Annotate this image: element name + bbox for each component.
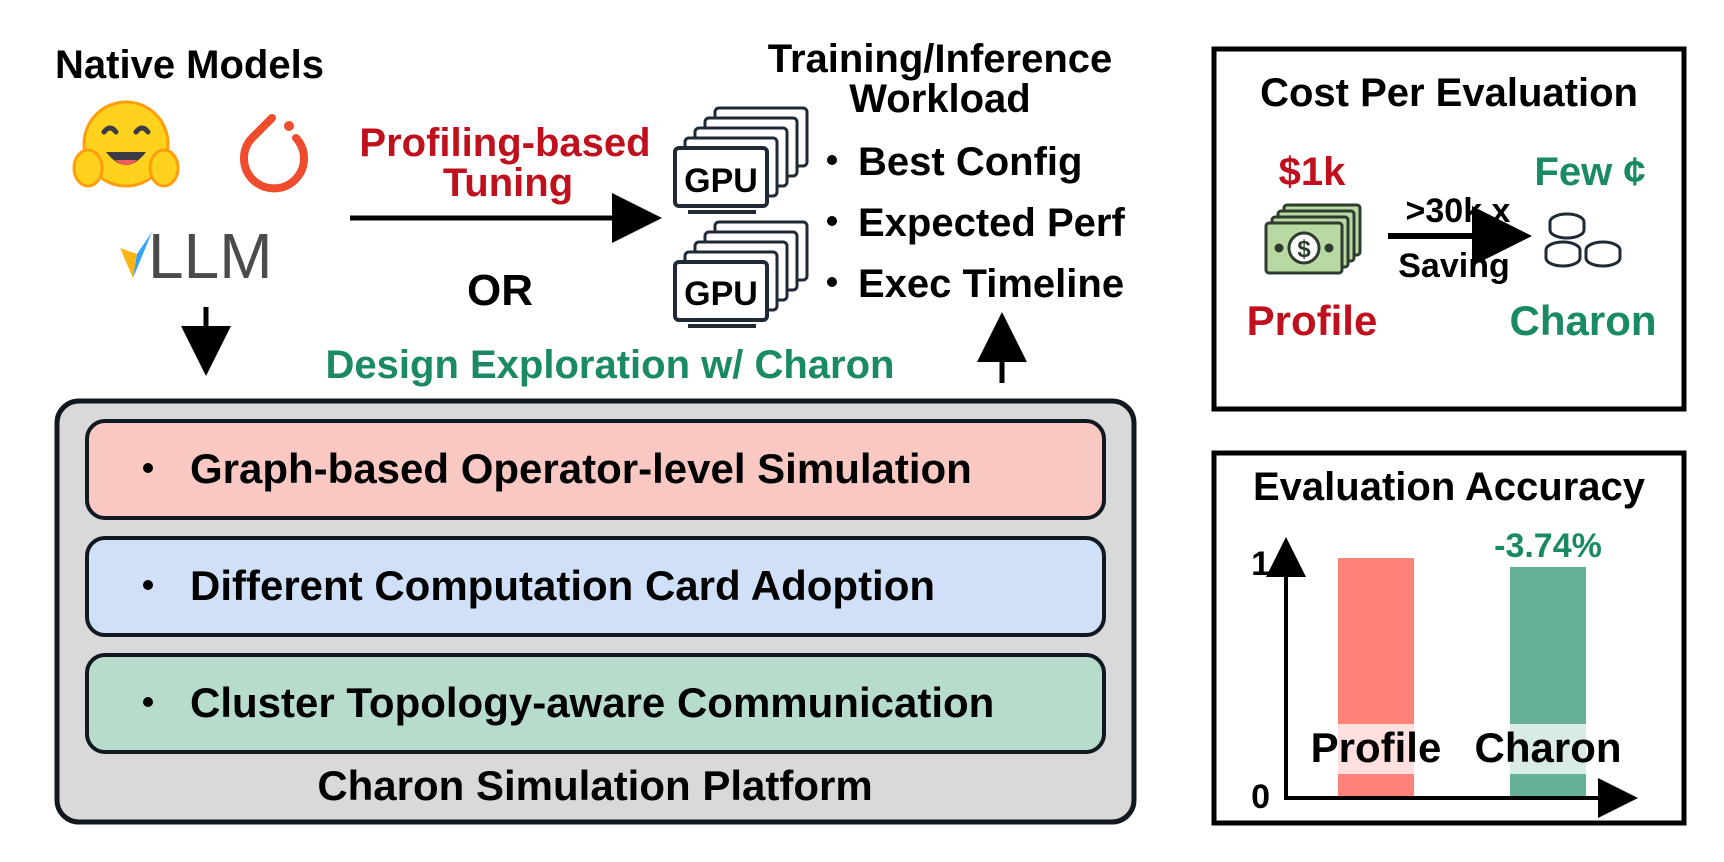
saving-line2: Saving [1398,247,1509,285]
profile-label: Profile [1247,297,1378,344]
cost-panel: Cost Per Evaluation $1k Few ¢ $ >30k x S… [1211,46,1687,412]
pytorch-icon [240,114,308,193]
charon-cost: Few ¢ [1534,150,1645,194]
bar-label-band-charon [1510,724,1586,774]
gpu-label-bottom: GPU [684,275,758,313]
platform-layer-label: Cluster Topology-aware Communication [190,679,994,726]
gpu-label-top: GPU [684,162,758,200]
workload-list: Best Config Expected Perf Exec Timeline [827,140,1125,306]
native-models-title: Native Models [55,43,324,87]
hugging-face-icon [72,100,180,188]
bullet-icon [143,580,153,590]
y-tick-label: 0 [1251,778,1270,816]
bullet-icon [143,463,153,473]
charon-label: Charon [1510,297,1657,344]
vllm-logo-text: LLM [148,220,273,292]
accuracy-delta-label: -3.74% [1494,527,1602,565]
platform-layer-topology [85,653,1106,754]
cost-title: Cost Per Evaluation [1260,71,1638,115]
accuracy-panel: Evaluation Accuracy 1 0 Profile Charon -… [1211,450,1687,826]
vllm-logo: LLM [120,220,273,292]
bar-label-charon: Charon [1475,724,1622,771]
workload-title-line1: Training/Inference [768,37,1113,81]
design-exploration-label: Design Exploration w/ Charon [326,343,895,387]
charon-platform: Graph-based Operator-level Simulation Di… [54,398,1137,825]
platform-layer-label: Graph-based Operator-level Simulation [190,445,972,492]
gpu-stack-bottom [673,220,809,328]
platform-layer-card [85,536,1106,637]
money-icon-symbol: $ [1297,236,1311,263]
bullet-icon [827,216,837,226]
bar-label-profile: Profile [1311,724,1442,771]
bar-label-band-profile [1338,724,1414,774]
workload-title-line2: Workload [849,77,1031,121]
accuracy-title: Evaluation Accuracy [1253,465,1646,509]
profiling-line1: Profiling-based [359,121,650,165]
platform-layer-label: Different Computation Card Adoption [190,562,935,609]
bullet-icon [827,155,837,165]
workload-item: Best Config [858,140,1082,184]
platform-title: Charon Simulation Platform [317,762,872,809]
workload-item: Exec Timeline [858,262,1124,306]
y-tick-label: 1 [1251,545,1270,583]
profile-cost: $1k [1279,150,1346,194]
coins-icon [1544,212,1622,268]
bullet-icon [827,277,837,287]
saving-line1: >30k x [1406,192,1511,230]
accuracy-chart: 1 0 Profile Charon -3.74% [1251,527,1638,818]
platform-layer-graph [85,419,1106,520]
profiling-line2: Tuning [443,161,573,205]
bullet-icon [143,697,153,707]
money-icon [1264,203,1362,275]
or-label: OR [467,266,533,315]
workload-item: Expected Perf [858,201,1125,245]
gpu-stack-top [673,106,809,214]
